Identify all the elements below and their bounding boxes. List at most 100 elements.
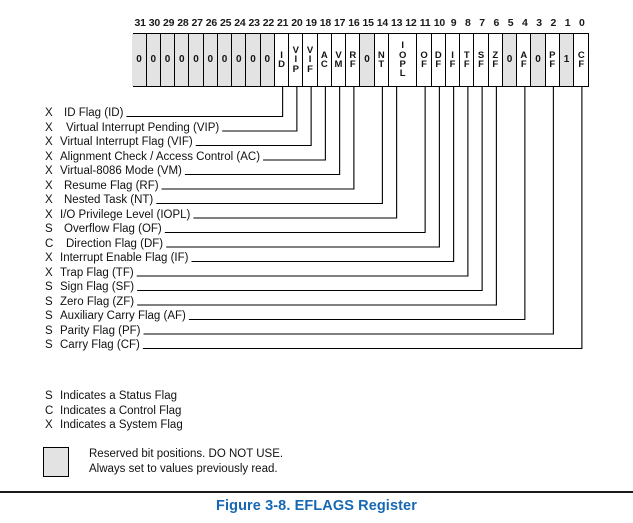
bit-cell-label: 0 bbox=[506, 54, 513, 65]
bit-number-3: 3 bbox=[536, 17, 542, 29]
leader-line bbox=[222, 87, 298, 132]
flag-kind-marker: X bbox=[45, 179, 53, 192]
bit-number-28: 28 bbox=[177, 17, 189, 29]
bit-cell-label: T F bbox=[463, 49, 470, 70]
bit-number-5: 5 bbox=[507, 17, 514, 29]
flag-kind-marker: X bbox=[45, 208, 53, 221]
bit-cell-label: 0 bbox=[535, 54, 541, 65]
flag-name-label: Nested Task (NT) bbox=[64, 194, 154, 206]
bit-cell-18: A C bbox=[317, 34, 332, 86]
flag-name-label: I/O Privilege Level (IOPL) bbox=[60, 208, 191, 221]
figure-caption: Figure 3-8. EFLAGS Register bbox=[216, 498, 417, 514]
bit-number-18: 18 bbox=[319, 17, 332, 29]
leader-line bbox=[263, 87, 326, 161]
bit-cell-label: 0 bbox=[221, 54, 228, 65]
leader-line bbox=[137, 87, 483, 292]
leader-line bbox=[136, 87, 469, 277]
bit-cell-14: N T bbox=[374, 34, 389, 86]
bit-cell-label: Z F bbox=[492, 49, 499, 70]
leader-line bbox=[191, 87, 455, 263]
bit-cell-label: 0 bbox=[150, 54, 157, 65]
bit-cell-label: 0 bbox=[250, 54, 256, 65]
flag-name-label: Virtual-8086 Mode (VM) bbox=[60, 165, 182, 177]
flag-kind-marker: X bbox=[45, 150, 53, 163]
bit-number-10: 10 bbox=[433, 17, 446, 29]
bit-cell-31: 0 bbox=[132, 34, 147, 86]
caption-divider bbox=[0, 491, 633, 493]
bit-cell-15: 0 bbox=[360, 34, 375, 86]
flag-kind-marker: S bbox=[45, 324, 53, 337]
bit-cell-label: V I P bbox=[292, 44, 299, 75]
flag-name-label: Resume Flag (RF) bbox=[64, 179, 159, 192]
bit-cell-20: V I P bbox=[289, 34, 304, 86]
bit-cell-label: 0 bbox=[136, 54, 142, 65]
flag-name-label: Virtual Interrupt Pending (VIP) bbox=[66, 121, 220, 134]
bit-cell-4: A F bbox=[517, 34, 532, 86]
flag-name-label: Parity Flag (PF) bbox=[60, 324, 141, 337]
bit-number-7: 7 bbox=[479, 17, 485, 29]
bit-number-11: 11 bbox=[419, 17, 431, 29]
bit-number-15: 15 bbox=[362, 17, 374, 29]
bit-cell-label: C F bbox=[577, 49, 585, 70]
bit-number-0: 0 bbox=[579, 17, 585, 29]
flag-kind-marker: C bbox=[45, 237, 54, 250]
bit-number-31: 31 bbox=[134, 17, 146, 29]
flag-name-label: Zero Flag (ZF) bbox=[60, 295, 135, 308]
bit-cell-9: I F bbox=[445, 34, 461, 86]
bit-cell-label: V I F bbox=[306, 44, 314, 75]
bit-cell-6: Z F bbox=[488, 34, 503, 86]
bit-cell-30: 0 bbox=[146, 34, 161, 86]
legend-kind-marker: C bbox=[45, 404, 54, 417]
bit-cell-label: V M bbox=[334, 49, 343, 70]
flag-name-label: Alignment Check / Access Control (AC) bbox=[60, 150, 261, 163]
bit-cell-2: P F bbox=[545, 34, 560, 86]
bit-cell-0: C F bbox=[574, 34, 589, 86]
reserved-color-swatch bbox=[43, 447, 69, 477]
bit-cell-label: 0 bbox=[193, 54, 199, 65]
legend-description: Indicates a Control Flag bbox=[60, 404, 182, 417]
reserved-note-lines: Reserved bit positions. DO NOT USE. Alwa… bbox=[89, 447, 283, 477]
leader-line bbox=[126, 87, 284, 118]
bit-number-22: 22 bbox=[262, 17, 275, 29]
flag-kind-marker: X bbox=[45, 266, 53, 279]
bit-number-14: 14 bbox=[376, 17, 389, 29]
bit-cell-label: 0 bbox=[178, 54, 185, 65]
bit-number-13: 13 bbox=[390, 17, 403, 29]
bit-cell-7: S F bbox=[474, 34, 489, 86]
bit-cell-21: I D bbox=[274, 34, 290, 86]
bit-number-26: 26 bbox=[205, 17, 218, 29]
bit-cell-label: 0 bbox=[235, 54, 242, 65]
bit-number-9: 9 bbox=[450, 17, 457, 29]
bit-number-21: 21 bbox=[276, 17, 289, 29]
bit-number-2: 2 bbox=[550, 17, 557, 29]
flag-kind-marker: X bbox=[45, 194, 53, 206]
bit-number-16: 16 bbox=[348, 17, 360, 29]
flag-name-label: Interrupt Enable Flag (IF) bbox=[60, 252, 189, 264]
bit-cell-29: 0 bbox=[160, 34, 176, 86]
legend-description: Indicates a Status Flag bbox=[60, 390, 177, 402]
bit-cell-5: 0 bbox=[502, 34, 518, 86]
flag-kind-marker: X bbox=[45, 136, 53, 148]
bit-number-29: 29 bbox=[162, 17, 175, 29]
legend-row: S Indicates a Status Flag bbox=[45, 389, 365, 404]
flag-kind-marker: S bbox=[45, 339, 53, 351]
bit-cell-22: 0 bbox=[260, 34, 275, 86]
bit-number-12: 12 bbox=[405, 17, 417, 29]
flag-kind-marker: X bbox=[45, 121, 53, 134]
bit-cell-label: I D bbox=[278, 49, 285, 70]
legend-kind-marker: S bbox=[45, 390, 53, 402]
flag-kind-marker: S bbox=[45, 295, 53, 308]
bit-number-19: 19 bbox=[305, 17, 317, 29]
flag-name-label: Carry Flag (CF) bbox=[60, 339, 140, 351]
bit-number-1: 1 bbox=[564, 17, 571, 29]
bit-cell-label: S F bbox=[477, 49, 485, 70]
bit-cell-label: I O P L bbox=[398, 40, 407, 80]
flag-name-label: Direction Flag (DF) bbox=[66, 237, 164, 250]
bit-cell-16: R F bbox=[346, 34, 361, 86]
bit-number-20: 20 bbox=[291, 17, 303, 29]
